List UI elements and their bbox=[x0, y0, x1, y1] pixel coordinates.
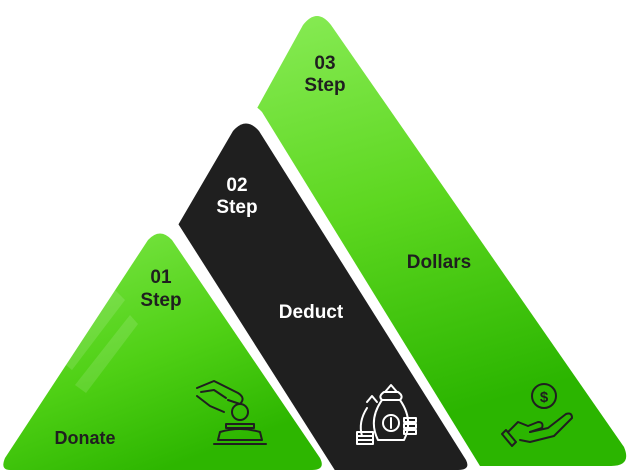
step-3-number: 03 bbox=[314, 53, 335, 74]
money-bags-coins-icon bbox=[356, 384, 417, 445]
step-2-label: Deduct bbox=[279, 302, 344, 323]
hand-holding-dollar-icon: $ bbox=[501, 383, 573, 447]
step-3-label: Dollars bbox=[407, 252, 471, 273]
step-1-sheen bbox=[60, 290, 138, 393]
step-2-number: 02 bbox=[226, 175, 247, 196]
step-1-label: Donate bbox=[54, 428, 115, 448]
step-3-word: Step bbox=[304, 75, 345, 96]
hand-donating-coin-icon bbox=[196, 380, 267, 445]
step-1-number: 01 bbox=[150, 267, 172, 288]
step-1-word: Step bbox=[140, 290, 181, 311]
svg-text:$: $ bbox=[540, 389, 549, 406]
step-1-triangle bbox=[3, 233, 322, 470]
step-2-word: Step bbox=[216, 197, 257, 218]
